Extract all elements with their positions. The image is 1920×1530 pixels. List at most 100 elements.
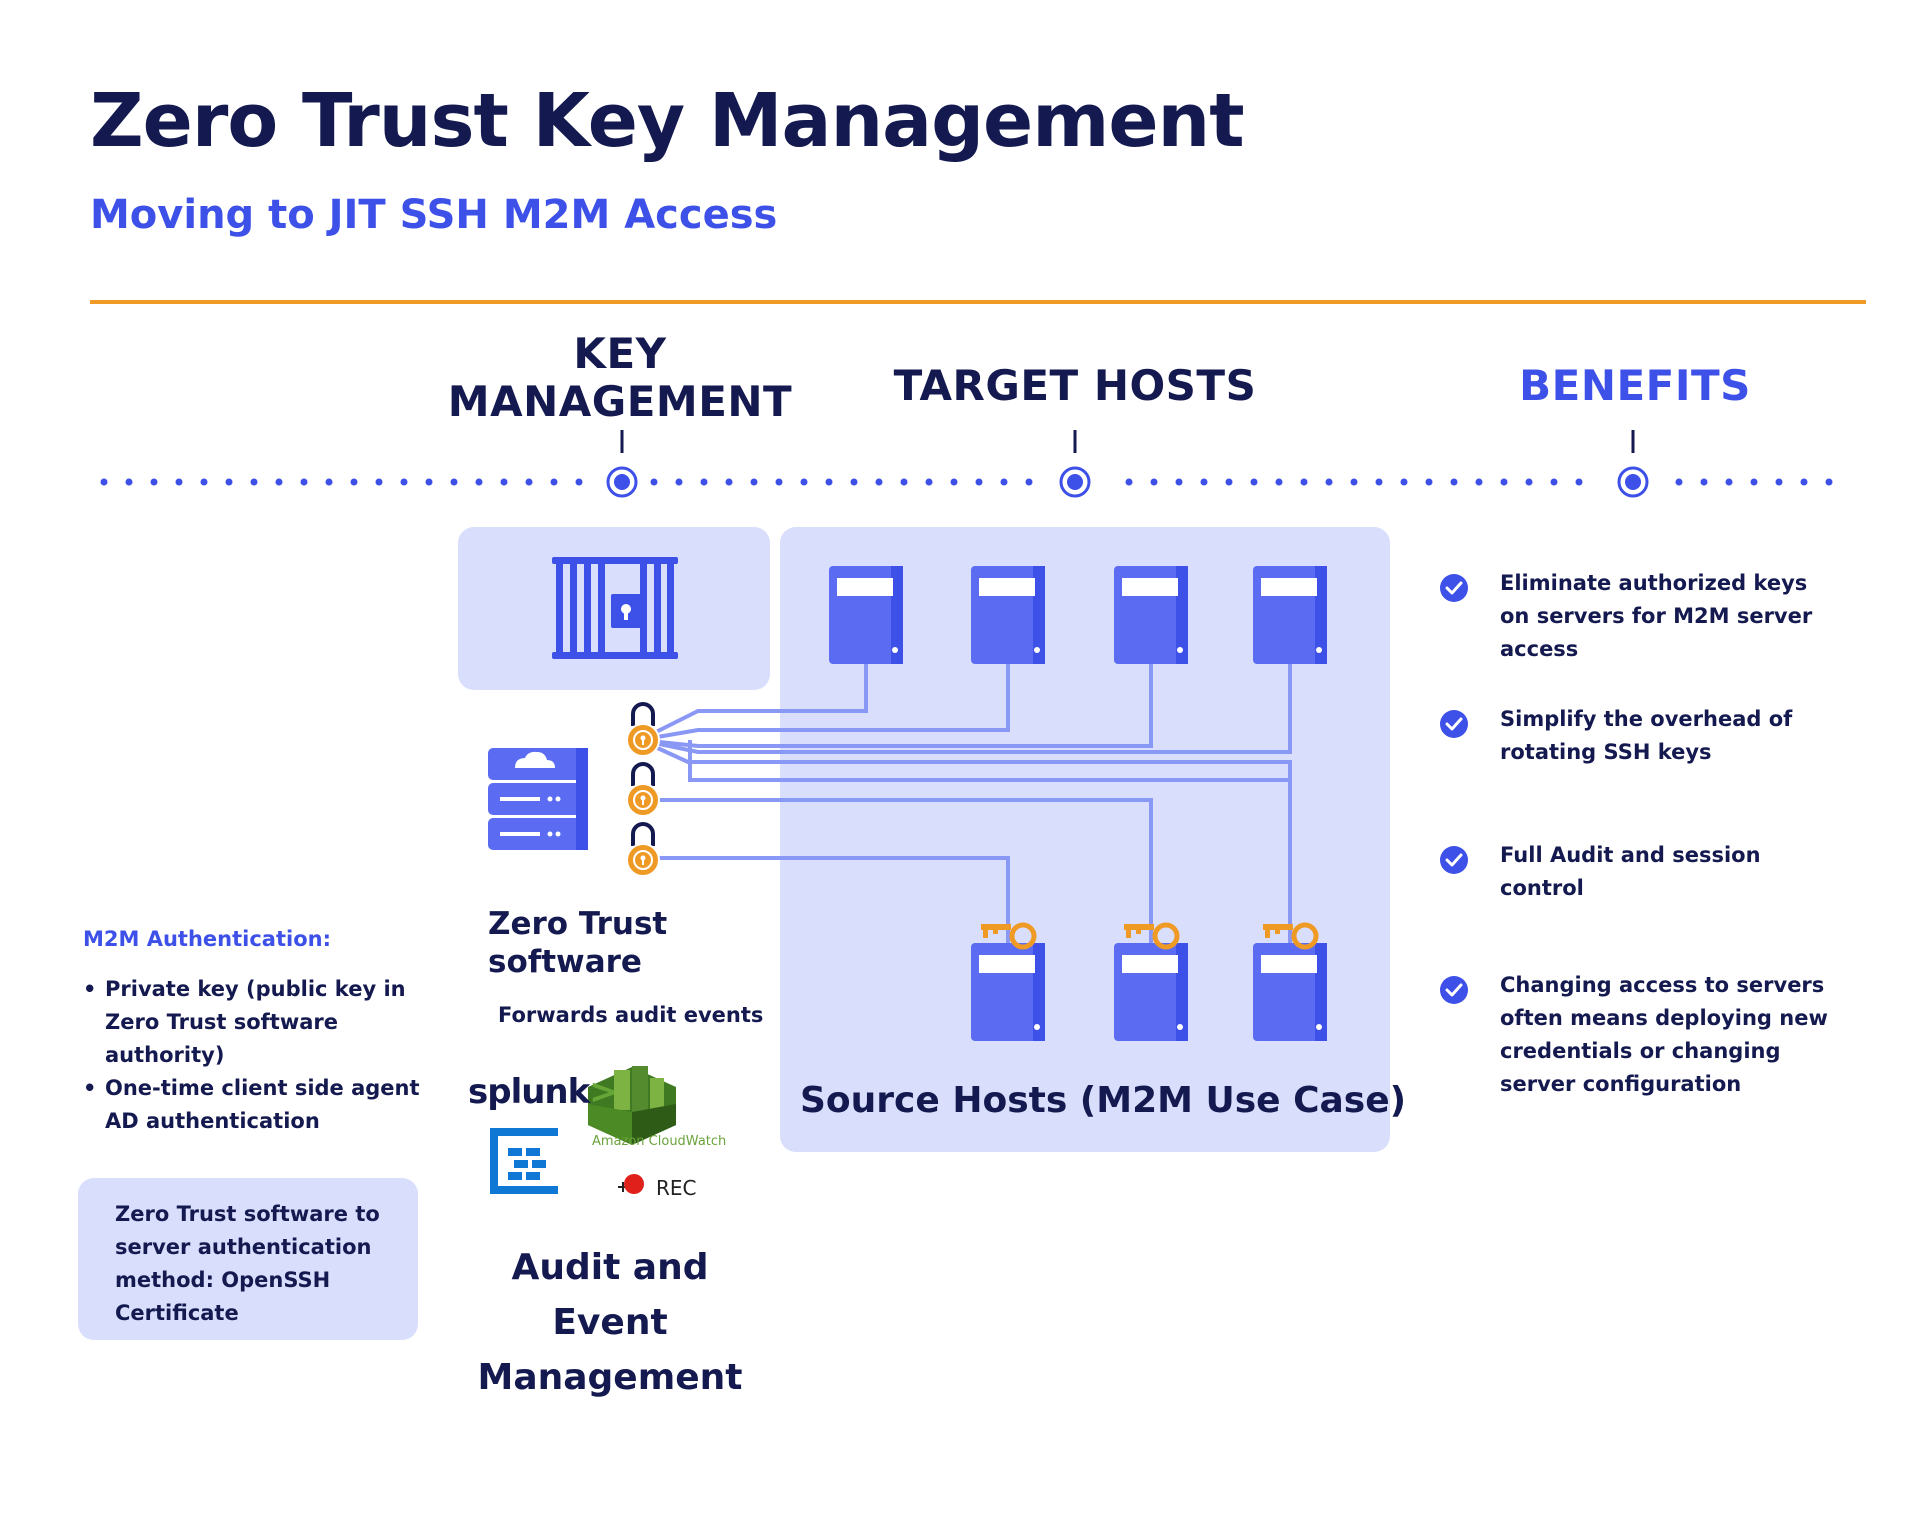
timeline-dot (1500, 478, 1508, 486)
timeline-dot (1800, 478, 1808, 486)
cloudwatch-label: Amazon CloudWatch (592, 1134, 727, 1149)
timeline-dot (550, 478, 558, 486)
timeline-dot (1350, 478, 1358, 486)
timeline-dot (100, 478, 108, 486)
source-server-icon (971, 943, 1045, 1041)
timeline-dot (1575, 478, 1583, 486)
timeline-dot (1400, 478, 1408, 486)
timeline-dot (900, 478, 908, 486)
lock-icon (626, 822, 660, 877)
page-title: Zero Trust Key Management (90, 78, 1245, 164)
timeline-dot (1200, 478, 1208, 486)
check-icon (1440, 574, 1468, 602)
timeline-dot (325, 478, 333, 486)
timeline-dot (1725, 478, 1733, 486)
key-icon (1263, 922, 1319, 950)
timeline-dot (500, 478, 508, 486)
timeline-dot (1475, 478, 1483, 486)
timeline-dot (1775, 478, 1783, 486)
timeline-dot (975, 478, 983, 486)
target-server-icon (1253, 566, 1327, 664)
timeline-dot (175, 478, 183, 486)
azure-monitor-logo (490, 1128, 558, 1194)
benefit-item: Changing access to servers often means d… (1500, 973, 1828, 1096)
timeline-dot (1250, 478, 1258, 486)
target-server-icon (1114, 566, 1188, 664)
timeline-marker-benefits (1617, 430, 1649, 498)
m2m-auth-item: Private key (public key in Zero Trust so… (83, 973, 443, 1072)
timeline-dot (1550, 478, 1558, 486)
timeline-dot (1325, 478, 1333, 486)
timeline-dot (150, 478, 158, 486)
auth-method-box (78, 1178, 418, 1340)
key-icon (1124, 922, 1180, 950)
timeline-dot (1025, 478, 1033, 486)
header-divider (90, 300, 1866, 304)
timeline-dot (1700, 478, 1708, 486)
check-icon (1440, 976, 1468, 1004)
benefit-item: Simplify the overhead of rotating SSH ke… (1500, 707, 1793, 764)
timeline-marker-target-hosts (1059, 430, 1091, 498)
timeline-dot (1425, 478, 1433, 486)
m2m-auth-title: M2M Authentication: (83, 927, 331, 951)
timeline-dot (1150, 478, 1158, 486)
timeline-dot (1375, 478, 1383, 486)
splunk-logo-arrow: > (589, 1072, 617, 1112)
timeline-dot (1525, 478, 1533, 486)
lock-icon (626, 702, 660, 757)
source-server-icon (1114, 943, 1188, 1041)
timeline-dot (800, 478, 808, 486)
timeline-dot (1225, 478, 1233, 486)
timeline-dot (275, 478, 283, 486)
timeline-dot (825, 478, 833, 486)
connection-lines (639, 662, 1292, 943)
m2m-auth-item: One-time client side agent AD authentica… (83, 1072, 443, 1138)
m2m-auth-list: Private key (public key in Zero Trust so… (83, 973, 443, 1138)
zero-trust-software-label: Zero Trust software (488, 906, 668, 980)
timeline-dot (1175, 478, 1183, 486)
timeline-dot (1750, 478, 1758, 486)
timeline-dot (525, 478, 533, 486)
check-icon (1440, 846, 1468, 874)
timeline-dot (200, 478, 208, 486)
timeline-dot (350, 478, 358, 486)
timeline-dot (950, 478, 958, 486)
lock-icon (626, 762, 660, 817)
benefit-item: Eliminate authorized keys on servers for… (1500, 571, 1813, 661)
auth-method-text: Zero Trust software to server authentica… (115, 1202, 380, 1325)
zero-trust-server-icon (488, 748, 588, 850)
cloudwatch-logo (588, 1066, 676, 1145)
vault-icon (552, 557, 678, 659)
splunk-logo-text: splunk (468, 1072, 590, 1112)
timeline-dot (425, 478, 433, 486)
column-heading-target-hosts: TARGET HOSTS (893, 361, 1257, 410)
timeline-dot (375, 478, 383, 486)
column-heading-benefits: BENEFITS (1519, 361, 1751, 410)
column-heading-key-management: KEY MANAGEMENT (440, 330, 800, 426)
timeline-dot (225, 478, 233, 486)
source-hosts-label: Source Hosts (M2M Use Case) (800, 1080, 1407, 1121)
timeline-dot (925, 478, 933, 486)
timeline-dot (650, 478, 658, 486)
forwards-audit-events-label: Forwards audit events (498, 1003, 764, 1027)
target-server-icon (829, 566, 903, 664)
timeline-dot (1125, 478, 1133, 486)
timeline-dot (300, 478, 308, 486)
audit-event-management-label: Audit and Event Management (477, 1247, 743, 1398)
rec-label: REC (656, 1176, 697, 1200)
column-heading-key-management-text: KEY MANAGEMENT (447, 329, 793, 426)
rec-logo (618, 1174, 644, 1194)
timeline-dot (875, 478, 883, 486)
timeline-dot (775, 478, 783, 486)
timeline-dot (400, 478, 408, 486)
timeline-dot (850, 478, 858, 486)
benefit-item: Full Audit and session control (1500, 843, 1761, 900)
timeline-dot (1675, 478, 1683, 486)
timeline-dot (450, 478, 458, 486)
timeline-dotted-line (100, 478, 1833, 486)
timeline-dot (1300, 478, 1308, 486)
timeline-dot (725, 478, 733, 486)
timeline-marker-key-management (606, 430, 638, 498)
check-icon (1440, 710, 1468, 738)
